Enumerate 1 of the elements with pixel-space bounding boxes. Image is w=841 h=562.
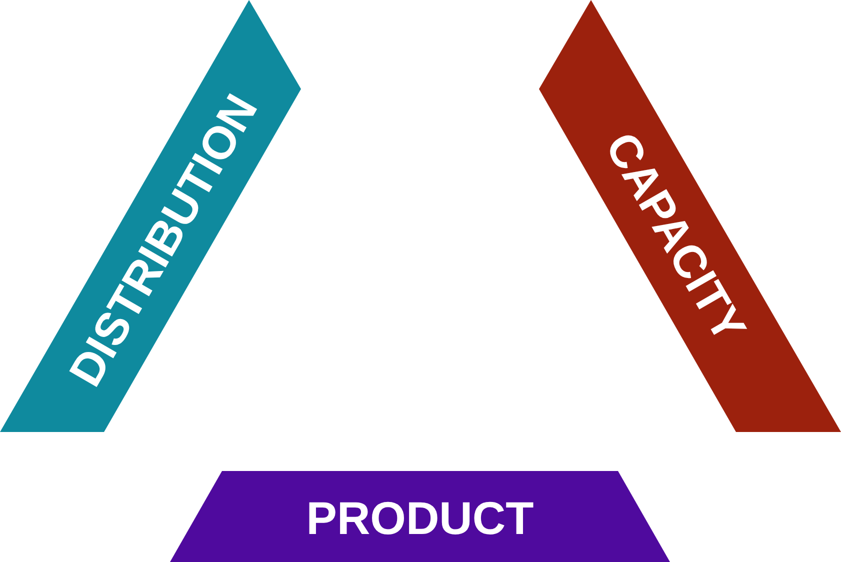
band-label: PRODUCT	[306, 495, 534, 541]
